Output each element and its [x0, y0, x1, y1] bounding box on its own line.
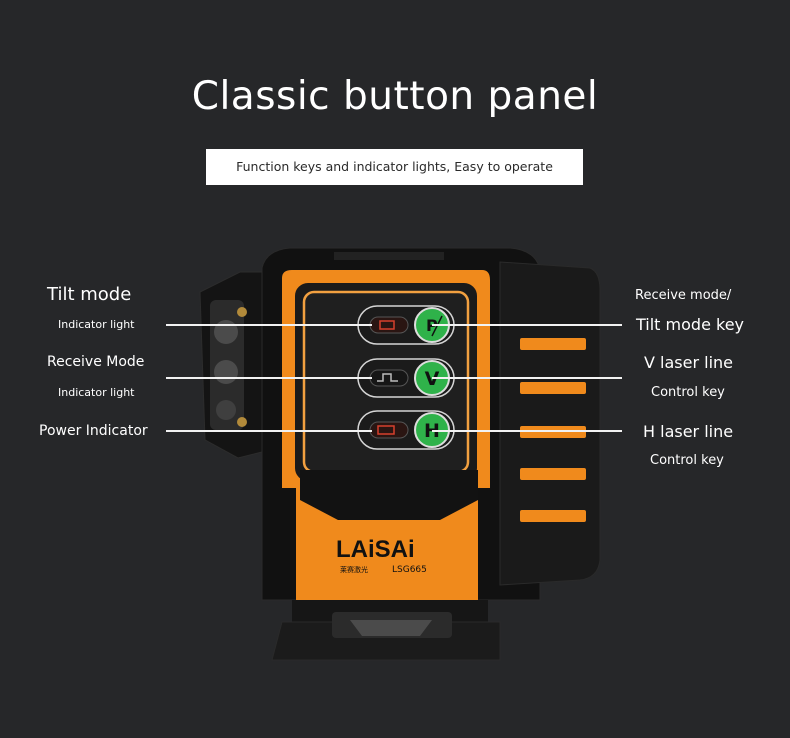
label-receive-mode-sub: Indicator light — [58, 386, 135, 399]
label-tilt-mode-key: Tilt mode key — [636, 315, 744, 334]
model-number: LSG665 — [392, 565, 427, 575]
v-key-label: V — [425, 368, 440, 390]
label-receive-mode: Receive Mode — [47, 354, 145, 370]
tilt-mode-indicator — [369, 316, 409, 334]
control-panel: P V H — [357, 305, 455, 450]
subtitle-banner: Function keys and indicator lights, Easy… — [206, 149, 583, 185]
label-tilt-mode-sub: Indicator light — [58, 318, 135, 331]
leader-line-tilt-indicator — [166, 324, 372, 326]
leader-line-receive-indicator — [166, 377, 372, 379]
label-v-laser-line: V laser line — [644, 353, 733, 372]
page-title: Classic button panel — [191, 74, 599, 119]
power-indicator — [369, 421, 409, 439]
label-h-control-key: Control key — [650, 453, 724, 468]
leader-line-h-key — [432, 430, 622, 432]
brand-logo: LAiSAi — [336, 536, 415, 563]
vent-grille — [334, 252, 444, 260]
label-receive-mode-key: Receive mode/ — [635, 288, 732, 303]
left-lens-housing — [199, 271, 263, 459]
label-h-laser-line: H laser line — [643, 422, 734, 441]
label-power-indicator: Power Indicator — [39, 423, 148, 439]
leader-line-power-indicator — [166, 430, 372, 432]
label-v-control-key: Control key — [651, 385, 725, 400]
brand-plate: LAiSAi 莱赛激光 LSG665 — [318, 522, 454, 580]
leader-line-v-key — [432, 377, 622, 379]
device-base — [271, 600, 501, 661]
leader-line-p-key — [432, 324, 622, 326]
p-key-label: P — [426, 316, 438, 335]
label-tilt-mode: Tilt mode — [47, 284, 132, 305]
brand-chinese: 莱赛激光 — [340, 565, 368, 574]
receive-mode-indicator — [369, 369, 409, 387]
